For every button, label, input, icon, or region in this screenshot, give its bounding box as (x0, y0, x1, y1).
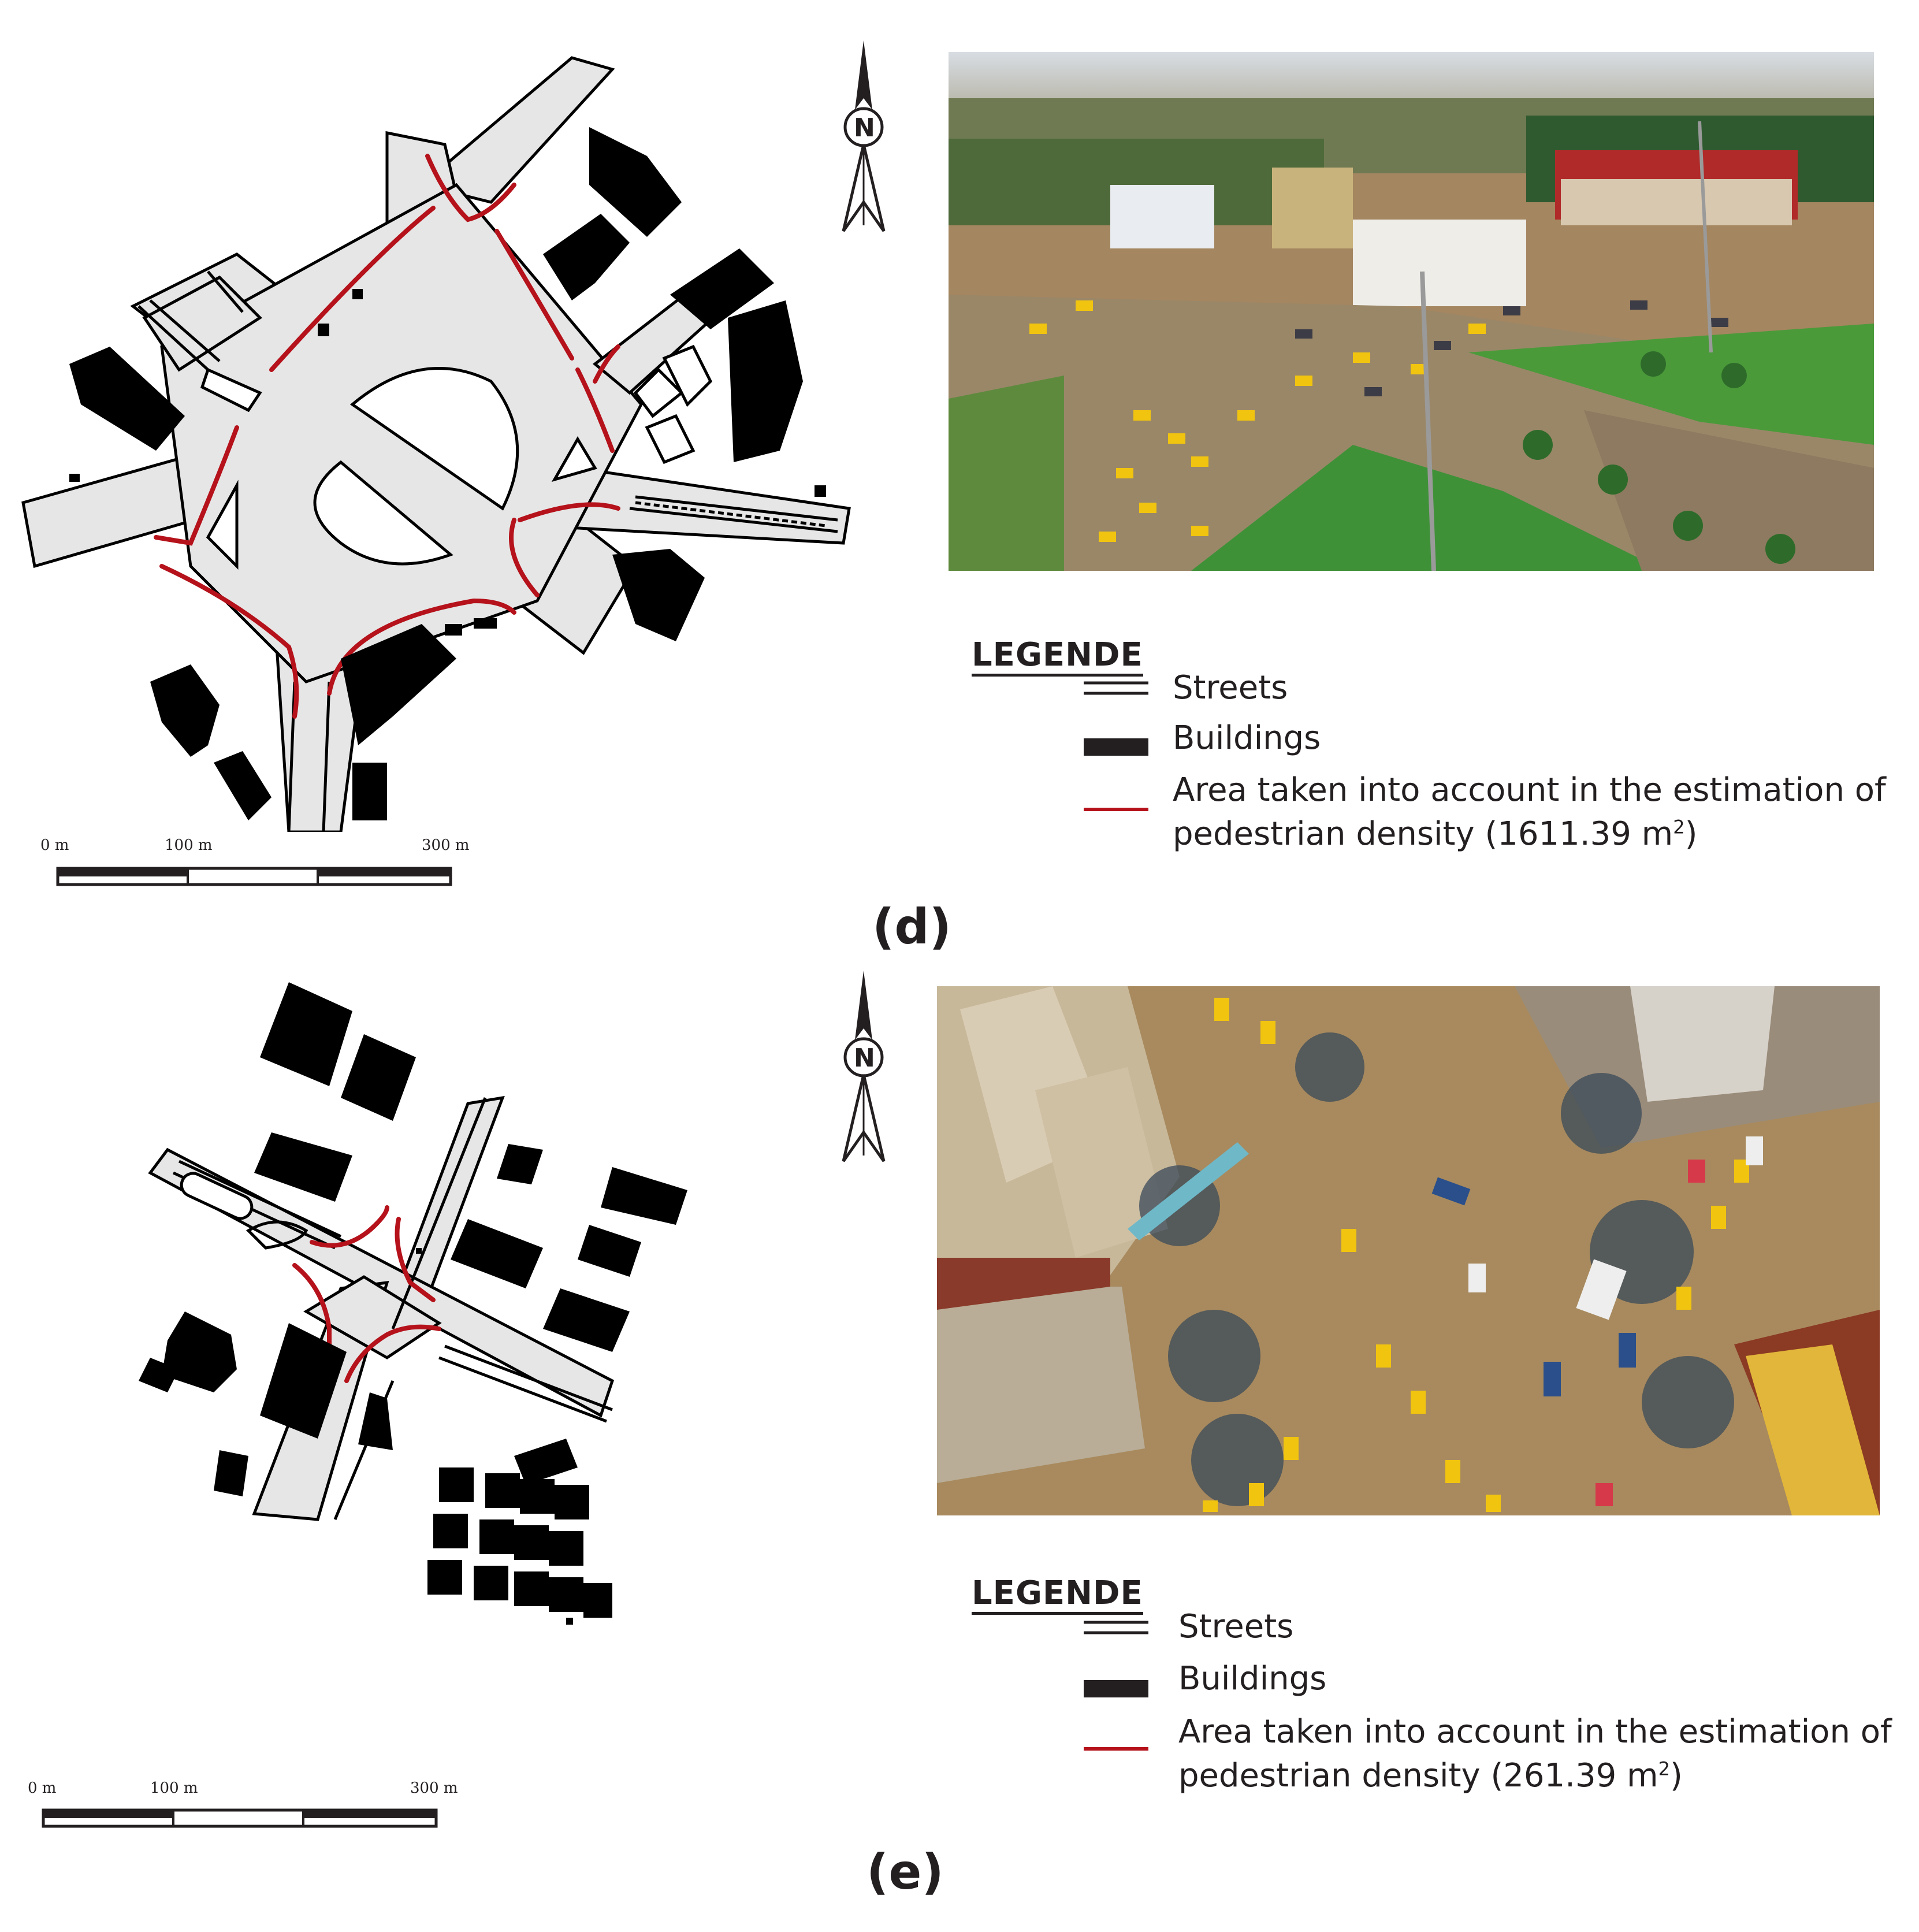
north-arrow-d (842, 40, 886, 232)
north-arrow-e (842, 971, 886, 1162)
scale-label-100-d: 100 m (165, 837, 213, 854)
pedestrian-area-d (154, 154, 620, 719)
scale-label-0-e: 0 m (28, 1779, 57, 1797)
map-d (21, 56, 851, 832)
map-e (139, 982, 687, 1625)
legend-label-streets-d: Streets (1173, 669, 1288, 707)
buildings-d (69, 127, 826, 820)
aerial-photo-d (949, 52, 1874, 571)
scale-label-300-e: 300 m (410, 1779, 458, 1797)
legend-symbol-area-d (1084, 808, 1148, 811)
legend-symbol-streets-d (1084, 681, 1148, 695)
area-unit-sup-e: 2 (1658, 1758, 1670, 1780)
legend-title-d: LEGENDE (972, 639, 1143, 677)
legend-symbol-streets-e (1084, 1621, 1148, 1634)
legend-symbol-buildings-d (1084, 738, 1148, 756)
scale-label-100-e: 100 m (150, 1779, 198, 1797)
legend-title-e: LEGENDE (972, 1577, 1143, 1615)
scale-label-300-d: 300 m (422, 837, 470, 854)
legend-label-buildings-d: Buildings (1173, 719, 1321, 757)
north-letter-e: N (854, 1043, 875, 1073)
area-unit-sup-d: 2 (1673, 816, 1685, 838)
legend-label-area-line1-e: Area taken into account in the estimatio… (1178, 1713, 1892, 1751)
aerial-photo-e (937, 986, 1880, 1515)
legend-label-area-line2-d: pedestrian density (1611.39 m2) (1173, 815, 1698, 853)
panel-label-d: (d) (872, 898, 951, 955)
scale-bar-d (56, 867, 452, 886)
legend-symbol-area-e (1084, 1747, 1148, 1751)
scale-bar-e (42, 1808, 438, 1828)
pedestrian-area-e (292, 1205, 441, 1383)
legend-label-area-line1-d: Area taken into account in the estimatio… (1173, 771, 1886, 809)
legend-label-buildings-e: Buildings (1178, 1660, 1327, 1697)
panel-label-e: (e) (866, 1844, 944, 1900)
scale-label-0-d: 0 m (40, 837, 69, 854)
buildings-e (139, 982, 687, 1625)
legend-label-area-line2-e: pedestrian density (261.39 m2) (1178, 1757, 1683, 1794)
legend-label-streets-e: Streets (1178, 1608, 1294, 1645)
legend-symbol-buildings-e (1084, 1680, 1148, 1697)
north-letter-d: N (854, 113, 875, 143)
